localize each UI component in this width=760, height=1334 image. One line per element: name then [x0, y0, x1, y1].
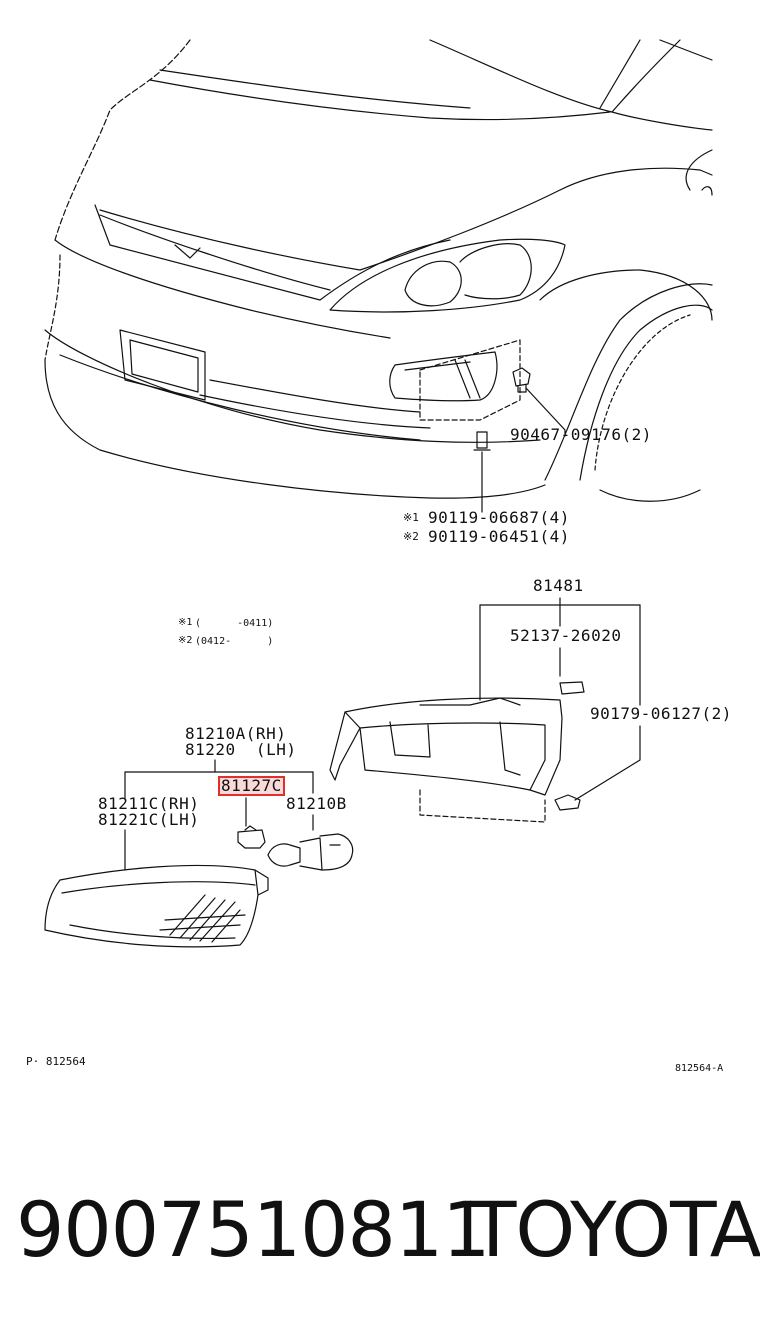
callout-housing[interactable]: 81481 [533, 576, 584, 595]
callout-bulb[interactable]: 81210B [286, 794, 347, 813]
exploded-view-drawing [44, 597, 641, 948]
callout-clip-top[interactable]: 90467-09176(2) [510, 425, 652, 444]
callout-lamp-assy-rh[interactable]: 81210A(RH) [185, 724, 287, 743]
bolt-mark-1: ※1 [403, 511, 419, 524]
bolt-mark-2: ※2 [403, 530, 419, 543]
note-2-mark: ※2 [178, 635, 193, 646]
brand-name: TOYOTA [470, 1185, 760, 1274]
note-2-range: (0412- ) [195, 636, 274, 647]
callout-bolt-2[interactable]: 90119-06451(4) [428, 527, 570, 546]
page-ref: P· 812564 [26, 1055, 86, 1068]
callout-nut[interactable]: 52137-26020 [510, 626, 622, 645]
note-1-mark: ※1 [178, 617, 193, 628]
car-front-drawing [44, 39, 713, 513]
callout-clip-side[interactable]: 90179-06127(2) [590, 704, 732, 723]
callout-lens-lh[interactable]: 81221C(LH) [98, 810, 200, 829]
callout-bolt-1[interactable]: 90119-06687(4) [428, 508, 570, 527]
callout-lamp-assy-lh[interactable]: 81220 (LH) [185, 740, 297, 759]
figure-ref: 812564-A [675, 1063, 724, 1074]
note-1-range: ( -0411) [195, 618, 274, 629]
callout-socket-highlighted[interactable]: 81127C [218, 776, 285, 796]
parts-diagram [44, 39, 713, 948]
callout-lens-rh[interactable]: 81211C(RH) [98, 794, 200, 813]
part-number: 9007510811 [16, 1185, 491, 1274]
